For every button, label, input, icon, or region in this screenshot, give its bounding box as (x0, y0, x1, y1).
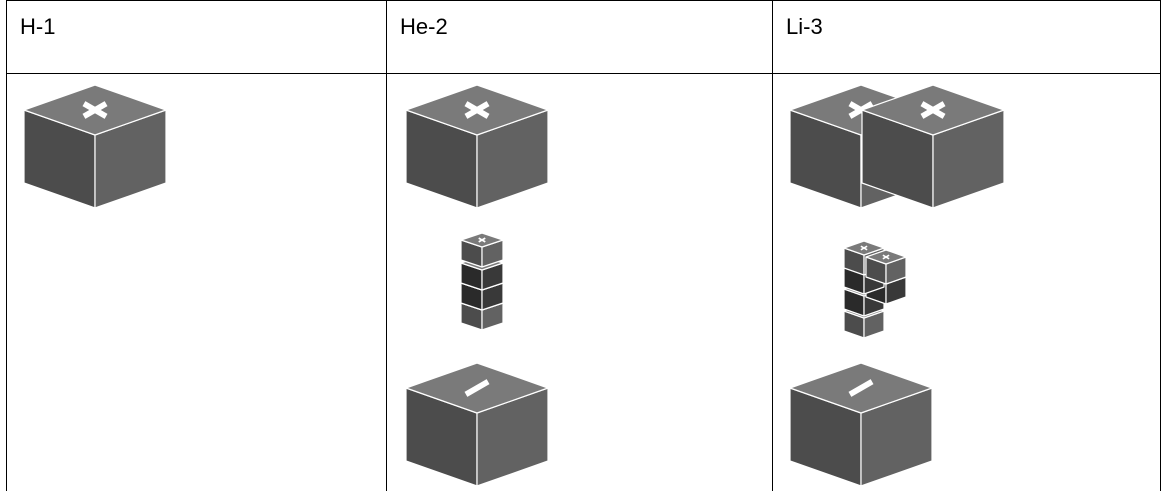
header-row-divider (6, 73, 1161, 74)
header-he2: He-2 (400, 14, 448, 39)
header-li3: Li-3 (786, 14, 823, 39)
cube-plus-icon (861, 84, 1005, 209)
table-border-right (1160, 0, 1161, 491)
header-h1: H-1 (20, 14, 56, 39)
plus-sign-bar (882, 254, 890, 260)
table-border-left (6, 0, 7, 491)
cube-minus-icon (789, 362, 933, 487)
plus-sign-bar (920, 101, 946, 119)
cube-stack-icon (460, 232, 506, 332)
minus-sign-bar (464, 379, 490, 397)
plus-sign-bar (464, 101, 490, 119)
plus-sign-bar (848, 101, 874, 119)
plus-sign-bar (82, 101, 108, 119)
table-border-top (6, 0, 1161, 1)
element-table: H-1 He-2 Li-3 (6, 0, 1161, 491)
cube-stack-icon (842, 240, 912, 340)
cube-minus-icon (405, 362, 549, 487)
minus-sign-bar (848, 379, 874, 397)
plus-sign-bar (478, 237, 486, 243)
column-divider-1 (386, 0, 387, 491)
column-divider-2 (772, 0, 773, 491)
plus-sign-bar (860, 245, 868, 251)
cube-plus-icon (23, 84, 167, 209)
cube-plus-icon (405, 84, 549, 209)
